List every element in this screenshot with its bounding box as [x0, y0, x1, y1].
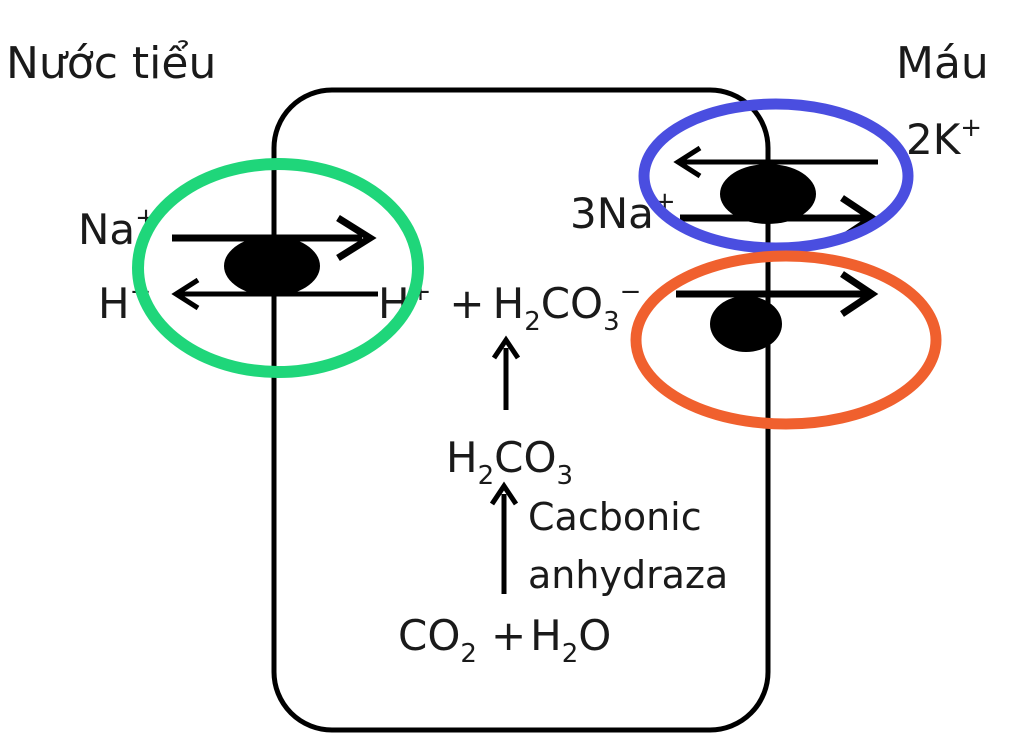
na-in-arrow	[172, 215, 377, 261]
left-transporter-protein	[224, 236, 320, 296]
reactants-equation: CO2+H2O	[398, 611, 611, 669]
green-highlight-ring	[132, 158, 424, 378]
k-in-arrow	[673, 145, 878, 179]
blood-label: Máu	[896, 38, 989, 89]
ion-products-equation: H++H2CO3−	[378, 277, 641, 337]
na-left-label: Na+	[78, 203, 157, 254]
orange-highlight-ring	[630, 250, 942, 430]
cell-outline	[271, 87, 771, 733]
arrow-co2-to-h2co3	[489, 481, 519, 594]
arrow-h2co3-to-ions	[491, 335, 521, 410]
k2-label: 2K+	[906, 113, 982, 164]
bicarbonate-transporter-protein	[710, 296, 782, 352]
hco3-out-arrow	[676, 271, 879, 317]
na3-label: 3Na+	[570, 187, 676, 238]
enzyme-label-line2: anhydraza	[528, 553, 728, 597]
blue-highlight-ring	[638, 98, 914, 254]
urine-label: Nước tiểu	[6, 38, 216, 89]
enzyme-label-line1: Cacbonic	[528, 495, 702, 539]
h-out-arrow	[171, 277, 378, 311]
na-k-pump-protein	[720, 164, 816, 224]
h2co3-label: H2CO3	[446, 433, 573, 491]
